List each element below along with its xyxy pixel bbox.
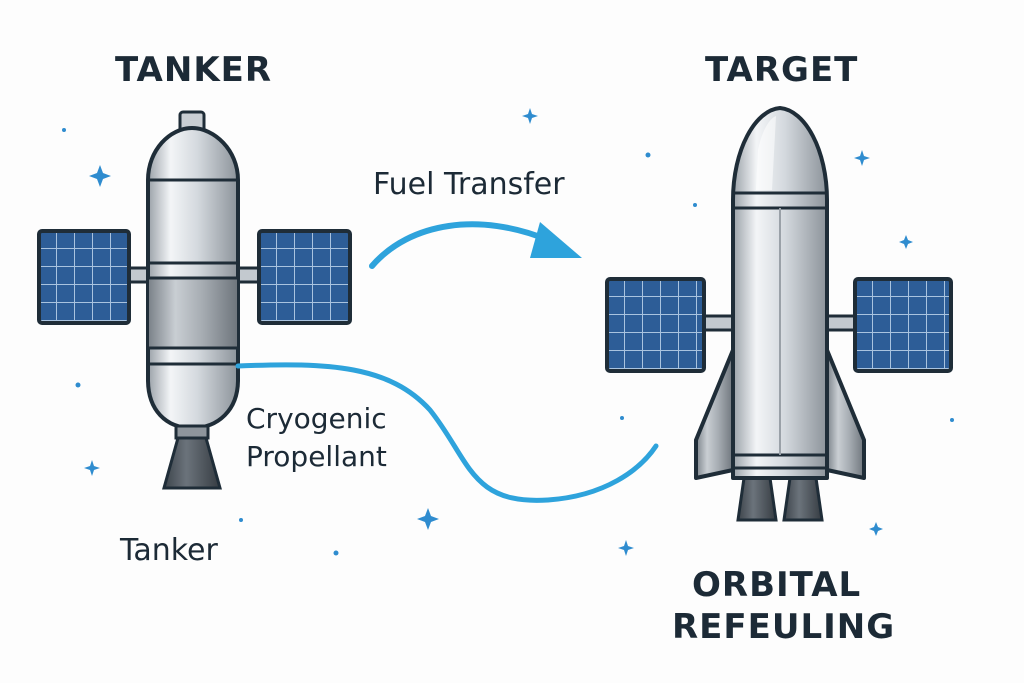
sparkle-star-icon — [522, 108, 538, 124]
tanker-ring-lines — [148, 178, 238, 366]
target-left-solar-panel — [605, 277, 706, 373]
tanker-spacecraft-icon — [37, 110, 352, 490]
target-right-solar-panel — [853, 277, 953, 373]
target-left-engine — [736, 476, 778, 522]
sparkle-star-icon — [869, 522, 883, 536]
target-heading: TARGET — [705, 50, 859, 90]
target-right-engine — [782, 476, 824, 522]
sparkle-star-icon — [84, 460, 100, 476]
propellant-transfer-line — [235, 362, 659, 503]
tanker-nozzle — [162, 436, 222, 490]
arrowhead-icon — [530, 222, 582, 258]
sparkle-star-icon — [618, 540, 634, 556]
orbital-title-line1: ORBITAL — [692, 565, 862, 605]
fuel-transfer-arrow — [369, 221, 582, 269]
sparkle-star-icon — [417, 508, 439, 530]
sparkle-star-icon — [854, 150, 870, 166]
tanker-right-solar-panel — [257, 229, 352, 325]
tanker-heading: TANKER — [115, 50, 273, 90]
target-nose-highlight — [756, 116, 776, 190]
rocket-spacecraft-icon — [605, 106, 953, 522]
target-left-strut — [701, 314, 735, 332]
target-ring-lines — [733, 191, 827, 470]
target-right-strut — [825, 314, 859, 332]
tanker-caption: Tanker — [120, 533, 218, 568]
fuel-transfer-label: Fuel Transfer — [373, 167, 565, 202]
orbital-title-line2: REFEULING — [672, 607, 896, 647]
tanker-left-solar-panel — [37, 229, 131, 325]
sparkle-star-icon — [89, 165, 111, 187]
sparkle-star-icon — [899, 235, 913, 249]
tanker-dark-band — [149, 278, 237, 348]
cryogenic-label-line1: Cryogenic — [246, 402, 387, 435]
tanker-nozzle-collar — [174, 424, 210, 440]
cryogenic-label-line2: Propellant — [246, 440, 387, 473]
star-field — [62, 108, 954, 556]
